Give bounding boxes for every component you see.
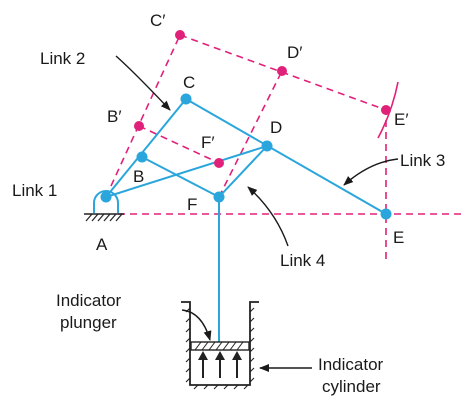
joint-f	[213, 191, 225, 203]
link-4	[218, 145, 268, 198]
joint-e-prime	[381, 105, 391, 115]
indicator-cylinder	[181, 301, 259, 390]
ae-line	[105, 145, 268, 198]
label-c-prime: C′	[150, 11, 165, 30]
label-indicator-cylinder-2: cylinder	[322, 377, 381, 396]
joint-b	[136, 151, 148, 163]
joint-d	[261, 140, 273, 152]
joint-a	[100, 191, 112, 203]
label-c: C	[183, 73, 195, 92]
label-link-1: Link 1	[12, 181, 57, 200]
plunger-leader	[181, 309, 212, 341]
joint-e	[380, 208, 392, 220]
label-indicator-plunger-2: plunger	[60, 313, 117, 332]
joint-c	[180, 93, 192, 105]
joint-f-prime	[214, 158, 224, 168]
link-3	[185, 98, 387, 215]
joint-c-prime	[175, 30, 185, 40]
label-a: A	[96, 235, 108, 254]
label-link-3: Link 3	[400, 151, 445, 170]
label-link-2: Link 2	[40, 49, 85, 68]
label-d: D	[270, 118, 282, 137]
label-indicator-cylinder-1: Indicator	[318, 355, 384, 374]
displaced-bf-line	[138, 125, 220, 164]
link-bf	[141, 156, 220, 198]
label-b: B	[133, 167, 144, 186]
label-b-prime: B′	[107, 107, 122, 126]
link-2	[105, 98, 187, 198]
joint-b-prime	[134, 121, 144, 131]
link-4-leader	[247, 186, 289, 247]
displaced-link-2	[105, 34, 181, 198]
label-d-prime: D′	[287, 43, 302, 62]
label-e-prime: E′	[394, 110, 409, 129]
label-link-4: Link 4	[280, 251, 325, 270]
label-f-prime: F′	[201, 133, 215, 152]
label-indicator-plunger-1: Indicator	[56, 291, 122, 310]
label-f: F	[187, 195, 197, 214]
fixed-pivot-support	[84, 190, 124, 222]
label-e: E	[393, 228, 404, 247]
indicator-plunger	[190, 341, 250, 351]
pressure-arrows	[198, 351, 242, 378]
joint-d-prime	[277, 66, 287, 76]
link-2-leader	[115, 55, 171, 111]
link-3-leader	[343, 158, 399, 186]
